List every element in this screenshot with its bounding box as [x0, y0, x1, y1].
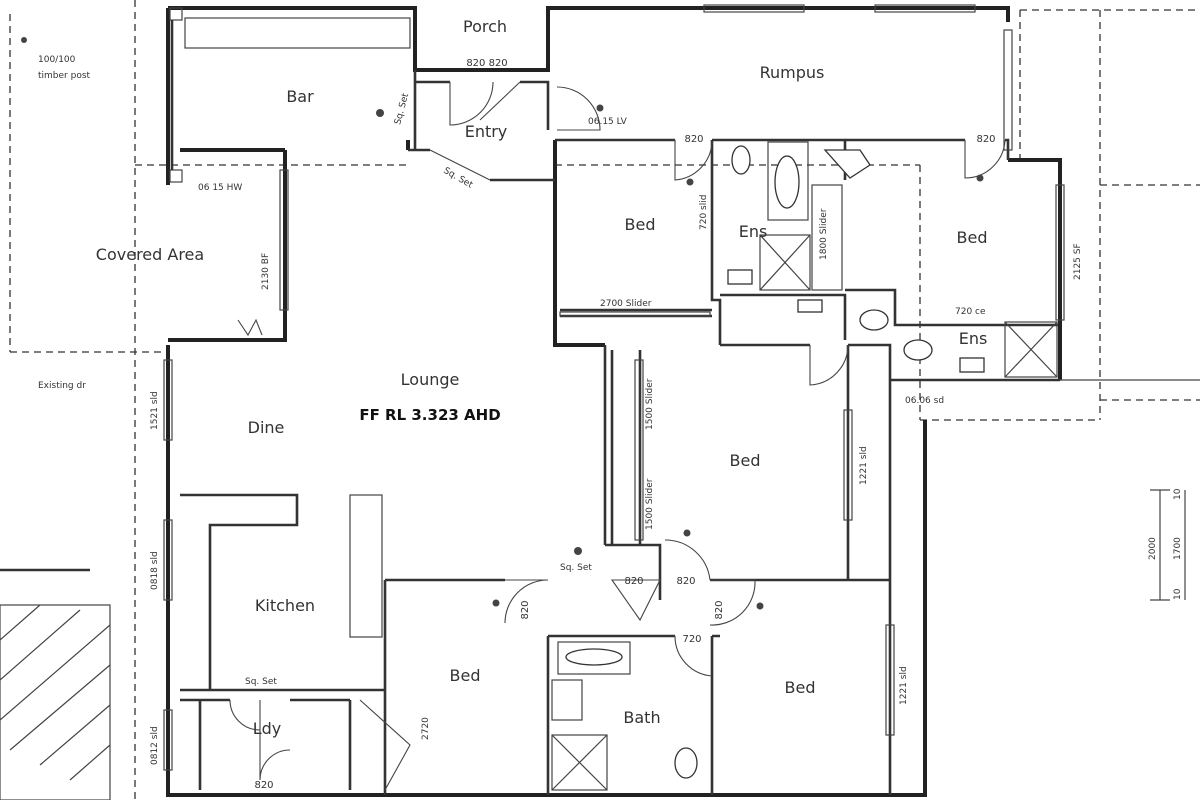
room-bed-north: Bed: [625, 215, 656, 234]
room-ens-left: Ens: [739, 222, 768, 241]
room-bed-southwest: Bed: [450, 666, 481, 685]
note-hall-820a: 820: [624, 576, 643, 587]
note-sq-set-bar: Sq. Set: [393, 92, 411, 126]
note-dim-top-b: 10: [1173, 588, 1183, 600]
exterior-walls: [166, 6, 1062, 797]
note-timber-post-size: 100/100: [38, 55, 76, 65]
note-window-cov: 2130 BF: [261, 253, 271, 290]
note-sq-set-hall: Sq. Set: [560, 563, 592, 573]
note-ldy-820: 820: [254, 780, 273, 791]
fixtures: [565, 145, 985, 779]
interior-walls: [0, 70, 1060, 800]
note-slider-1500b: 1500 Slider: [645, 478, 655, 530]
note-window-kitchen: 0818 sld: [150, 551, 160, 590]
room-labels: Porch Rumpus Bar Entry Covered Area Bed …: [96, 17, 988, 738]
room-rumpus: Rumpus: [760, 63, 825, 82]
note-820-bedr: 820: [976, 134, 995, 145]
room-bed-center: Bed: [730, 451, 761, 470]
note-window-dine: 1521 sld: [150, 391, 160, 430]
note-porch-dim: 820 820: [466, 58, 507, 69]
note-hall-720: 720: [682, 634, 701, 645]
note-window-bedse: 1221 sld: [899, 666, 909, 705]
dimension-marker: [1060, 379, 1200, 601]
light-points: [21, 37, 984, 610]
room-lounge: Lounge: [401, 370, 460, 389]
note-existing-dr: Existing dr: [38, 381, 86, 391]
note-robe-2720: 2720: [421, 717, 431, 740]
level-label: FF RL 3.323 AHD: [359, 406, 500, 424]
note-slider-1500a: 1500 Slider: [645, 378, 655, 430]
room-entry: Entry: [465, 122, 508, 141]
note-window-ens: 06.06 sd: [905, 396, 944, 406]
note-bar-window: 06 15 HW: [198, 183, 242, 193]
doors: [229, 81, 1006, 791]
room-bed-southeast: Bed: [785, 678, 816, 697]
room-covered-area: Covered Area: [96, 245, 204, 264]
room-ldy: Ldy: [253, 719, 282, 738]
note-window-bedc: 1221 sld: [859, 446, 869, 485]
room-bath: Bath: [623, 708, 660, 727]
note-sq-set-ldy: Sq. Set: [245, 677, 277, 687]
note-dim-top-a: 10: [1173, 488, 1183, 500]
windows: [163, 4, 1065, 771]
dashed-boundaries: [9, 0, 1200, 800]
note-720-ce: 720 ce: [955, 307, 986, 317]
hatched-area: [0, 568, 111, 781]
note-window-side: 2125 SF: [1073, 243, 1083, 280]
room-bar: Bar: [286, 87, 314, 106]
note-slider-1800: 1800 Slider: [819, 208, 829, 260]
note-dim-1700: 1700: [1173, 537, 1183, 560]
room-bed-northeast: Bed: [957, 228, 988, 247]
note-window-ldy: 0812 sld: [150, 726, 160, 765]
room-porch: Porch: [463, 17, 507, 36]
note-timber-post: timber post: [38, 71, 91, 81]
note-720-bed: 720 slid: [699, 195, 709, 230]
note-820-bed: 820: [684, 134, 703, 145]
note-hall-820b: 820: [676, 576, 695, 587]
note-hall-820c: 820: [520, 600, 531, 619]
room-dine: Dine: [248, 418, 285, 437]
note-hall-820d: 820: [714, 600, 725, 619]
note-slider-2700: 2700 Slider: [600, 299, 652, 309]
note-lv: 06.15 LV: [588, 117, 628, 127]
room-ens-right: Ens: [959, 329, 988, 348]
room-kitchen: Kitchen: [255, 596, 315, 615]
note-dim-2000: 2000: [1148, 537, 1158, 560]
